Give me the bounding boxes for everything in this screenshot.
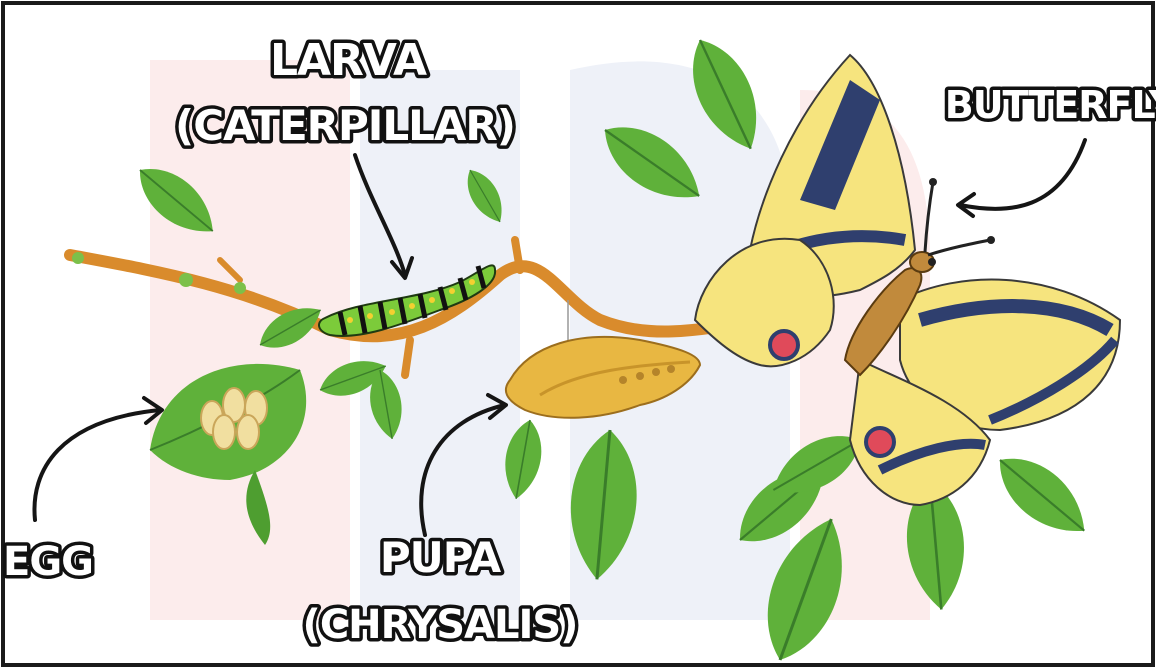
butterfly-label: BUTTERFLY <box>945 83 1156 127</box>
egg-label: EGG <box>3 539 93 585</box>
pupa-label-line2: (CHRYSALIS) <box>303 602 578 648</box>
larva-label-line1: LARVA <box>270 35 427 86</box>
pupa-label-line1: PUPA <box>380 533 502 582</box>
larva-label-line2: (CATERPILLAR) <box>175 101 515 150</box>
